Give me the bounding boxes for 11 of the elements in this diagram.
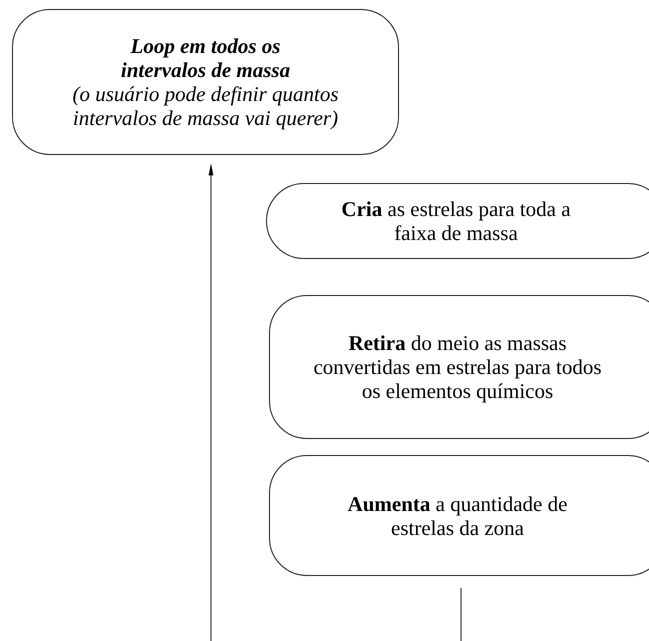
box-text: Aumenta a quantidade de estrelas da zona	[346, 492, 568, 540]
process-box	[269, 455, 649, 576]
process-box	[266, 183, 649, 259]
box-note: (o usuário pode definir quantos intervalos de massa vai querer)	[72, 82, 340, 130]
connector-line	[460, 588, 462, 641]
box-heading: Loop em todos os intervalos de massa	[120, 34, 292, 82]
process-box	[12, 9, 399, 155]
box-text: Cria as estrelas para toda a faixa de massa	[340, 197, 572, 245]
process-box	[269, 295, 649, 439]
box-text: Retira do meio as massas convertidas em estrelas para todos os elementos químicos	[312, 331, 603, 403]
arrow	[208, 163, 214, 641]
